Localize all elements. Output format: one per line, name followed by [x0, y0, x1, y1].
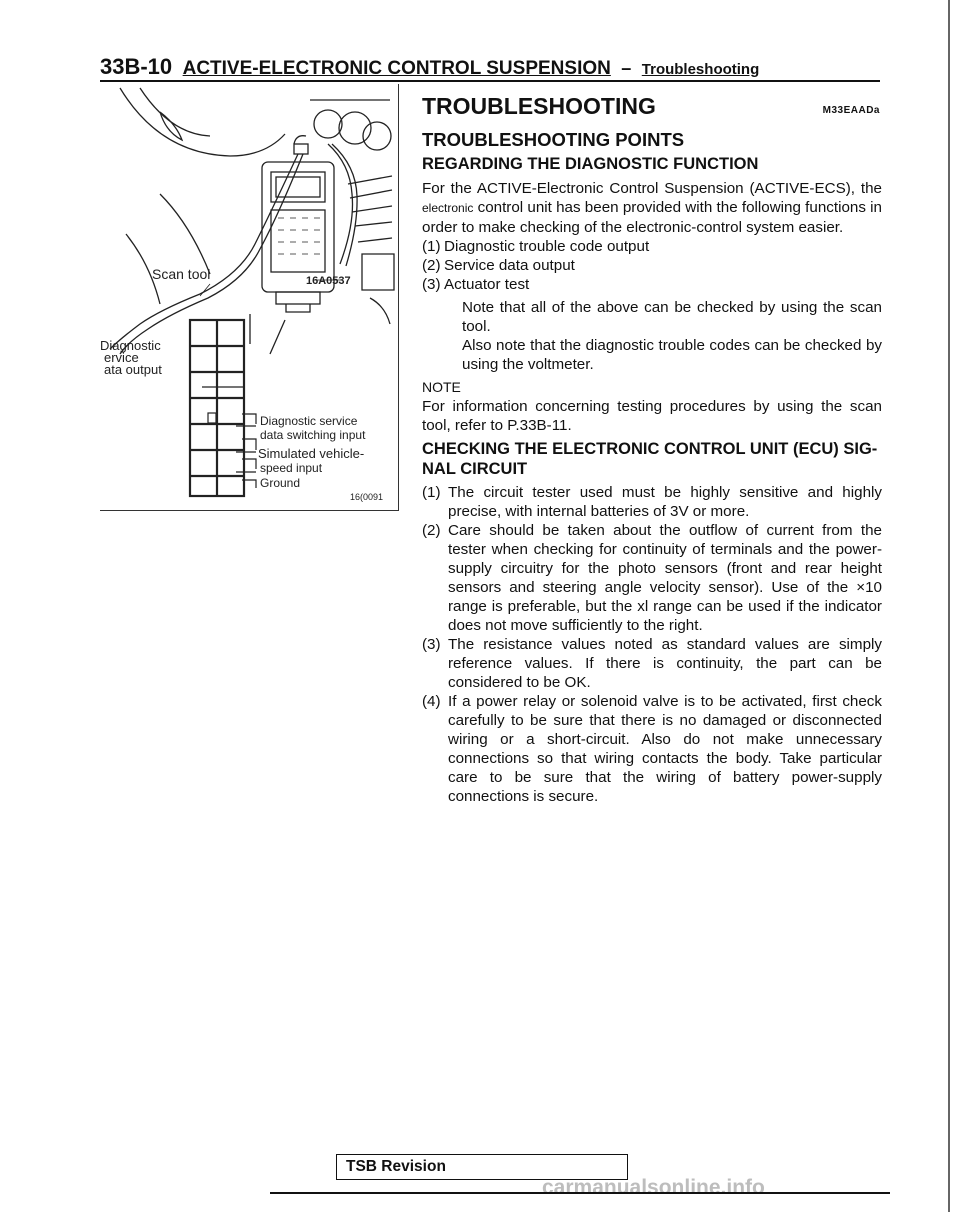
list-item: (2)Service data output	[422, 257, 575, 274]
page-header: 33B-10 ACTIVE-ELECTRONIC CONTROL SUSPENS…	[100, 54, 759, 80]
scan-tool-label: Scan tool	[152, 266, 211, 282]
right-label-1: Diagnostic service	[260, 414, 358, 428]
section-subtitle: Troubleshooting	[641, 61, 760, 78]
list-item: (1)Diagnostic trouble code output	[422, 238, 650, 255]
note-paragraph-2: Also note that the diagnostic trouble co…	[462, 337, 882, 373]
figure-code-bottom: 16(0091	[350, 492, 384, 502]
page-edge-line	[948, 0, 950, 1212]
right-label-4: speed input	[260, 461, 323, 475]
subheading-diagnostic: REGARDING THE DIAGNOSTIC FUNCTION	[422, 155, 759, 173]
function-list: (1)Diagnostic trouble code output (2)Ser…	[422, 237, 882, 294]
scan-tool-figure: Scan tool 16A0537 Diagnostic ervice ata …	[100, 84, 399, 511]
intro-paragraph: For the ACTIVE-Electronic Control Suspen…	[422, 180, 882, 236]
tsb-revision-label: TSB Revision	[346, 1158, 446, 1175]
tsb-revision-box: TSB Revision	[336, 1154, 628, 1180]
title-dash: –	[621, 58, 632, 78]
footer-rule	[270, 1192, 890, 1194]
list-item: (2)Care should be taken about the outflo…	[422, 522, 882, 634]
left-label-1: Diagnostic	[100, 338, 161, 353]
list-item: (4)If a power relay or solenoid valve is…	[422, 693, 882, 805]
section-heading: TROUBLESHOOTING	[422, 93, 656, 119]
left-label-2: ervice	[104, 350, 139, 365]
note-label: NOTE	[422, 379, 461, 395]
right-label-3: Simulated vehicle-	[258, 446, 365, 461]
page-number: 33B-10	[100, 54, 173, 79]
list-item: (1)The circuit tester used must be highl…	[422, 484, 882, 520]
figure-illustration	[109, 87, 395, 498]
section-code: M33EAADa	[822, 105, 880, 116]
subheading-points: TROUBLESHOOTING POINTS	[422, 129, 685, 150]
right-label-2: data switching input	[260, 428, 366, 442]
check-list: (1)The circuit tester used must be highl…	[422, 483, 882, 806]
subheading-ecu-check: CHECKING THE ELECTRONIC CONTROL UNIT (EC…	[422, 440, 878, 478]
header-rule	[100, 80, 880, 82]
left-label-3: ata output	[104, 362, 162, 377]
list-item: (3)Actuator test	[422, 276, 530, 293]
note-paragraph-1: Note that all of the above can be checke…	[462, 299, 882, 335]
figure-code-top: 16A0537	[306, 275, 351, 287]
note-text: For information concerning testing proce…	[422, 398, 882, 434]
section-title: ACTIVE-ELECTRONIC CONTROL SUSPENSION	[182, 58, 611, 79]
watermark: carmanualsonline.info	[542, 1176, 765, 1199]
content-column: TROUBLESHOOTING M33EAADa TROUBLESHOOTING…	[422, 92, 882, 806]
list-item: (3)The resistance values noted as standa…	[422, 636, 882, 691]
right-label-5: Ground	[260, 476, 301, 490]
